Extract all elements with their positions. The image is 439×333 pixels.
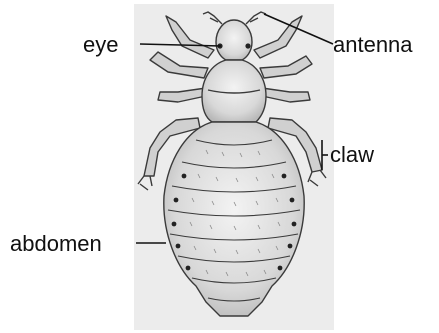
louse-head <box>216 20 252 60</box>
antenna-label: antenna <box>333 32 413 57</box>
right-eye-spot <box>245 43 250 48</box>
abdomen-label: abdomen <box>10 231 102 256</box>
eye-label: eye <box>83 32 118 57</box>
claw-label: claw <box>330 142 374 167</box>
